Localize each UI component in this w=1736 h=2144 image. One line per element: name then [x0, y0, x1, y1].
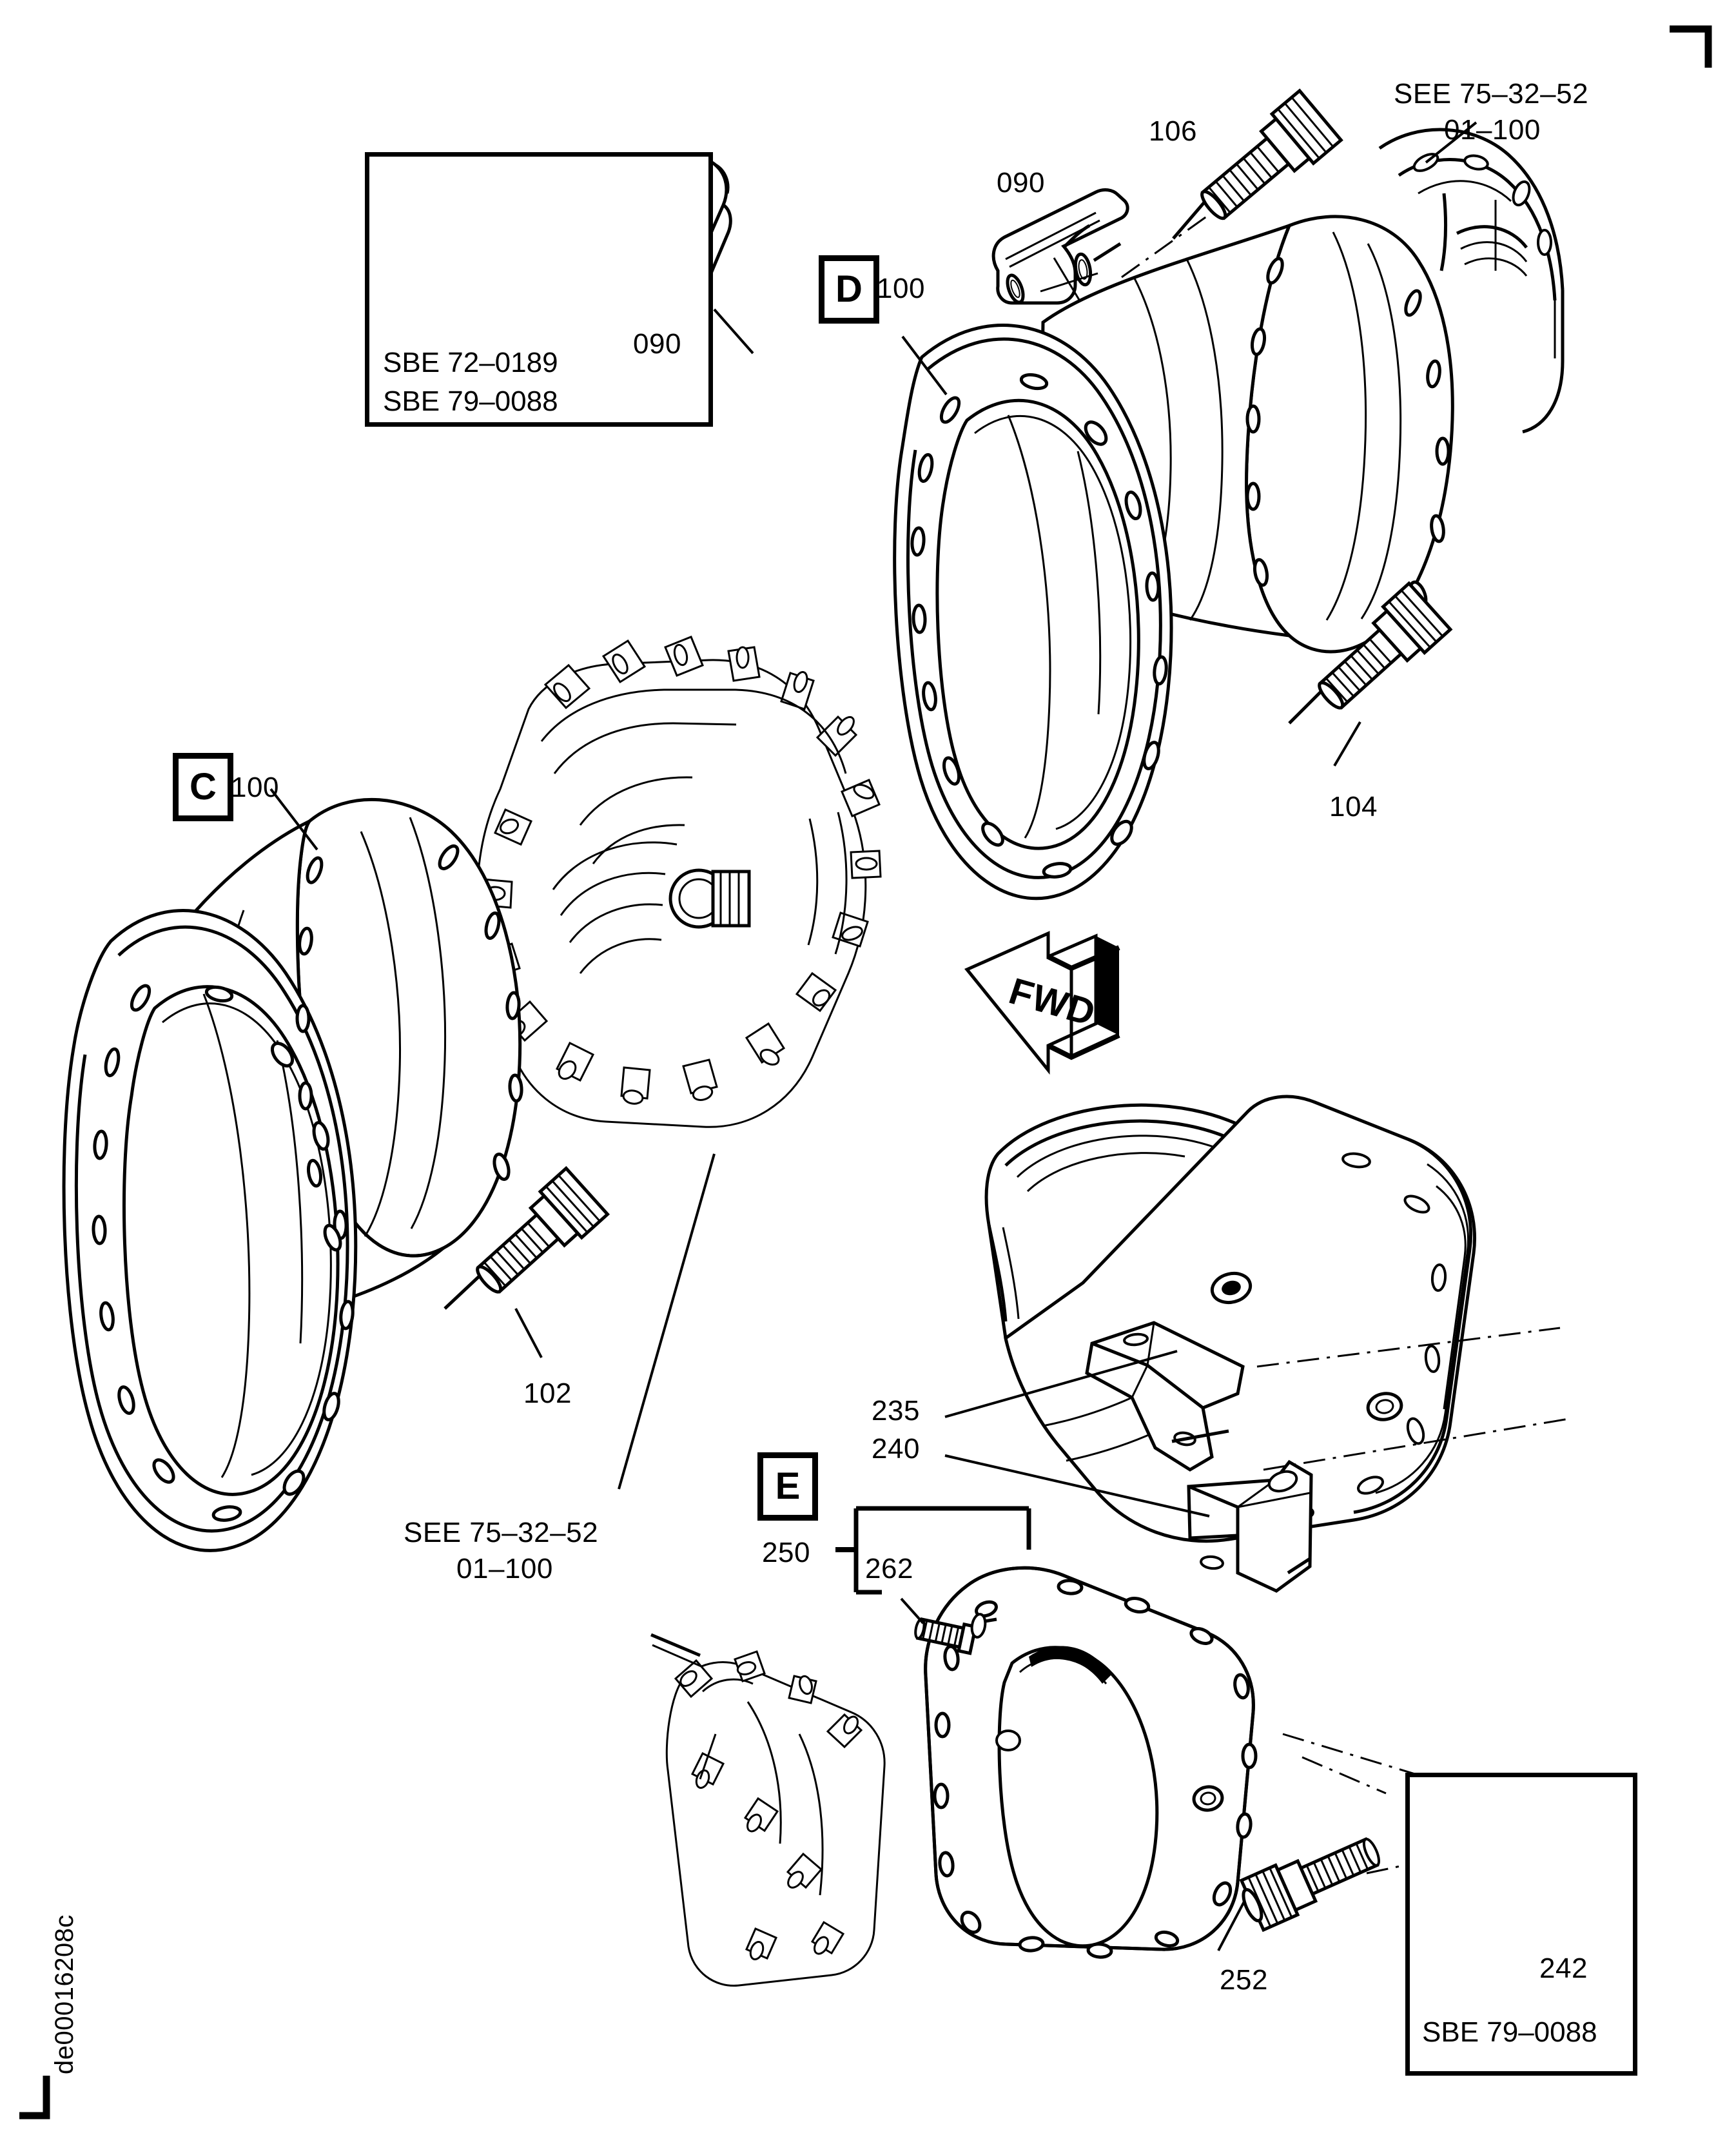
- bracket-240: [945, 1456, 1311, 1591]
- ref-see-75-32-52-left-line2: 01–100: [456, 1553, 553, 1584]
- label-104: 104: [1329, 791, 1378, 823]
- inset-box-top-left: [365, 152, 713, 427]
- front-mounting-flange: [926, 1568, 1256, 1958]
- gearbox-housing: [477, 637, 881, 1127]
- section-letter-d: D: [819, 255, 879, 324]
- main-housing-body: [1006, 1096, 1475, 1541]
- label-090-d: 090: [997, 167, 1045, 199]
- ref-see-75-32-52-top-line1: SEE 75–32–52: [1394, 78, 1589, 110]
- aft-housing-partial: [1380, 122, 1563, 432]
- inset-note-sbe-79-0088-bottom: SBE 79–0088: [1422, 2016, 1597, 2048]
- label-242: 242: [1539, 1953, 1588, 1984]
- duct-100-c: [64, 789, 522, 1550]
- bracket-235: [945, 1323, 1243, 1470]
- label-235: 235: [872, 1395, 920, 1427]
- inset-note-sbe-79-0088-top: SBE 79–0088: [383, 385, 558, 417]
- label-090-inset: 090: [633, 328, 681, 360]
- fwd-arrow-label: FWD: [1004, 970, 1101, 1035]
- section-d-duct-assembly: [895, 91, 1563, 899]
- label-100-d: 100: [877, 273, 925, 304]
- rear-gasket-plate: [651, 1635, 884, 1985]
- bolt-252: [1218, 1826, 1387, 1951]
- label-252: 252: [1220, 1964, 1268, 1996]
- label-100-c: 100: [231, 772, 279, 803]
- label-106: 106: [1149, 115, 1197, 147]
- label-240: 240: [872, 1433, 920, 1465]
- figure-code: de00016208c: [50, 1915, 79, 2074]
- bolt-102: [445, 1168, 607, 1358]
- inset-box-bottom-right: [1405, 1773, 1637, 2076]
- screw-262: [901, 1599, 997, 1653]
- port-fitting: [670, 870, 749, 927]
- bolt-104: [1289, 583, 1450, 766]
- bracket-090-small: [993, 190, 1135, 387]
- section-letter-c: C: [173, 753, 233, 821]
- label-102: 102: [523, 1378, 572, 1409]
- inset-note-sbe-72-0189: SBE 72–0189: [383, 347, 558, 378]
- ref-see-75-32-52-left-line1: SEE 75–32–52: [404, 1517, 599, 1548]
- section-letter-e: E: [757, 1452, 818, 1521]
- ref-see-75-32-52-top-line2: 01–100: [1444, 114, 1541, 146]
- label-262: 262: [865, 1553, 913, 1584]
- label-250: 250: [762, 1537, 810, 1568]
- corner-registration-mark: [1670, 29, 1708, 68]
- corner-registration-mark-bottom: [19, 2076, 46, 2116]
- fwd-text: FWD: [1004, 970, 1101, 1035]
- duct-neck: [986, 1105, 1322, 1381]
